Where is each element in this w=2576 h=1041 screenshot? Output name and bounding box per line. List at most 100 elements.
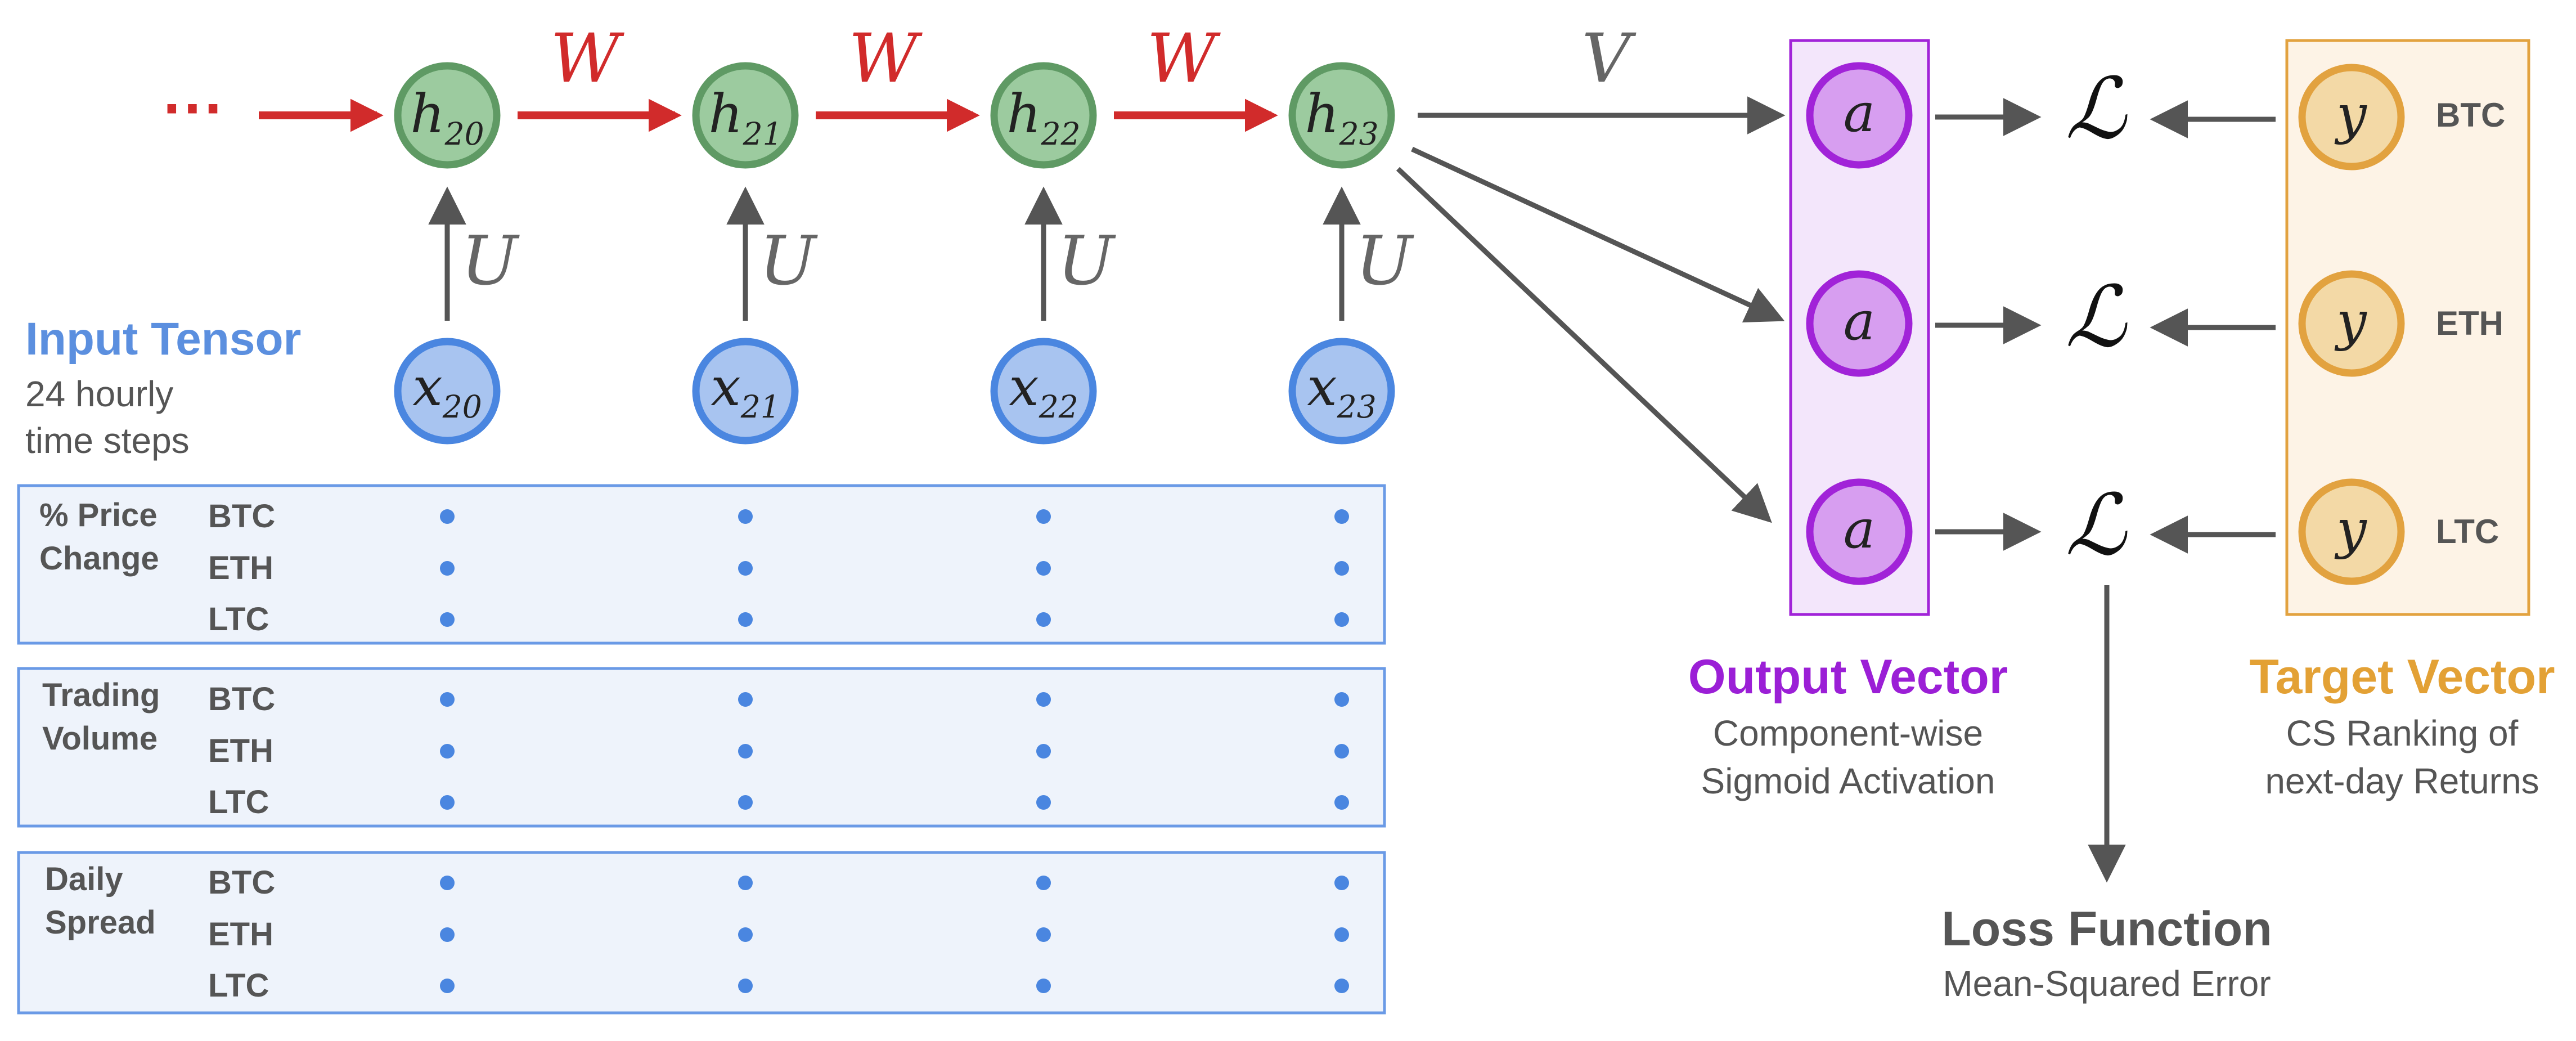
w-label: W xyxy=(848,20,923,98)
coin-label: BTC xyxy=(208,681,275,717)
time-step-dot xyxy=(440,876,455,890)
time-step-dot xyxy=(1334,927,1349,942)
w-label: W xyxy=(550,20,624,98)
coin-label: LTC xyxy=(208,601,269,638)
coin-label: LTC xyxy=(208,784,269,820)
time-step-dot xyxy=(1334,509,1349,524)
target-vector-subtitle-line: CS Ranking of xyxy=(2286,713,2519,753)
u-label: U xyxy=(759,222,818,300)
ellipsis: ··· xyxy=(163,74,225,143)
input-node-sub: 22 xyxy=(1039,389,1078,425)
coin-label: LTC xyxy=(208,967,269,1004)
hidden-node-sub: 21 xyxy=(743,116,783,152)
w-label: W xyxy=(1147,20,1221,98)
svg-text:y: y xyxy=(2334,499,2367,560)
hidden-node-sub: 22 xyxy=(1041,116,1081,152)
svg-text:x23: x23 xyxy=(1307,356,1377,425)
time-step-dot xyxy=(1036,795,1051,810)
feature-group-name-line: Trading xyxy=(42,677,160,714)
hidden-node: h22 xyxy=(990,62,1097,169)
feature-panel: % Price Change BTC ETH LTC xyxy=(17,484,1386,645)
target-coin-label: BTC xyxy=(2436,96,2505,134)
time-step-dot xyxy=(1334,795,1349,810)
loss-symbol: ℒ xyxy=(2065,477,2128,575)
target-coin-label: LTC xyxy=(2436,513,2499,550)
coin-label: BTC xyxy=(208,498,275,535)
input-node-sub: 20 xyxy=(442,389,482,425)
time-step-dot xyxy=(1334,561,1349,576)
feature-panel: Trading Volume BTC ETH LTC xyxy=(17,667,1386,828)
input-node: x20 xyxy=(394,338,501,445)
input-node-base: x xyxy=(412,356,443,418)
input-tensor-subtitle-line: 24 hourly xyxy=(25,374,173,414)
coin-label: ETH xyxy=(208,733,273,769)
time-step-dot xyxy=(1036,927,1051,942)
input-node-sub: 21 xyxy=(740,389,780,425)
time-step-dot xyxy=(738,692,753,707)
hidden-node: h20 xyxy=(394,62,501,169)
svg-text:h20: h20 xyxy=(410,83,484,152)
output-node: a xyxy=(1806,478,1913,585)
feature-group-name-line: Spread xyxy=(45,904,156,941)
time-step-dot xyxy=(1334,612,1349,627)
time-step-dot xyxy=(738,744,753,759)
v-label: V xyxy=(1582,20,1637,98)
time-step-dot xyxy=(440,509,455,524)
target-node: y xyxy=(2298,64,2405,170)
time-step-dot xyxy=(1334,979,1349,993)
svg-text:y: y xyxy=(2334,84,2367,146)
hidden-node: h21 xyxy=(692,62,799,169)
input-tensor-title: Input Tensor xyxy=(25,313,301,365)
hidden-node-base: h xyxy=(1305,83,1339,145)
feature-panel: Daily Spread BTC ETH LTC xyxy=(17,851,1386,1015)
time-step-dot xyxy=(738,927,753,942)
svg-text:x21: x21 xyxy=(711,356,780,425)
svg-text:h23: h23 xyxy=(1305,83,1378,152)
u-label: U xyxy=(1057,222,1116,300)
time-step-dots xyxy=(440,509,1349,627)
input-node-sub: 23 xyxy=(1337,389,1377,425)
feature-group-name-line: Change xyxy=(39,540,159,577)
coin-label: ETH xyxy=(208,916,273,953)
input-node: x23 xyxy=(1288,338,1395,445)
hidden-node-base: h xyxy=(1006,83,1041,145)
time-step-dot xyxy=(1036,876,1051,890)
coin-label: BTC xyxy=(208,864,275,901)
coin-label: ETH xyxy=(208,550,273,586)
output-vector-subtitle-line: Component-wise xyxy=(1713,713,1983,753)
time-step-dot xyxy=(1036,509,1051,524)
hidden-node: h23 xyxy=(1288,62,1395,169)
time-step-dot xyxy=(1334,692,1349,707)
input-node-base: x xyxy=(1009,356,1039,418)
feature-group-name-line: % Price xyxy=(39,497,158,533)
input-node-base: x xyxy=(1307,356,1337,418)
input-node-base: x xyxy=(711,356,741,418)
svg-text:a: a xyxy=(1844,82,1876,144)
time-step-dot xyxy=(440,927,455,942)
target-node: y xyxy=(2298,478,2405,585)
time-step-dot xyxy=(1036,979,1051,993)
output-vector-title: Output Vector xyxy=(1688,650,2008,704)
hidden-node-base: h xyxy=(410,83,444,145)
v-arrow xyxy=(1411,146,1785,323)
time-step-dot xyxy=(738,795,753,810)
svg-text:a: a xyxy=(1844,499,1876,560)
time-step-dot xyxy=(440,979,455,993)
time-step-dot xyxy=(738,561,753,576)
svg-text:x20: x20 xyxy=(412,356,482,425)
time-step-dot xyxy=(738,612,753,627)
output-node: a xyxy=(1806,62,1913,169)
time-step-dot xyxy=(440,561,455,576)
output-vector-subtitle-line: Sigmoid Activation xyxy=(1701,761,1995,801)
time-step-dot xyxy=(1036,744,1051,759)
time-step-dots xyxy=(440,876,1349,993)
target-node: y xyxy=(2298,270,2405,377)
svg-text:h21: h21 xyxy=(708,83,782,152)
time-step-dots xyxy=(440,692,1349,810)
svg-text:a: a xyxy=(1844,290,1876,352)
v-arrow xyxy=(1396,167,1772,523)
time-step-dot xyxy=(738,876,753,890)
time-step-dot xyxy=(440,795,455,810)
svg-text:h22: h22 xyxy=(1006,83,1080,152)
